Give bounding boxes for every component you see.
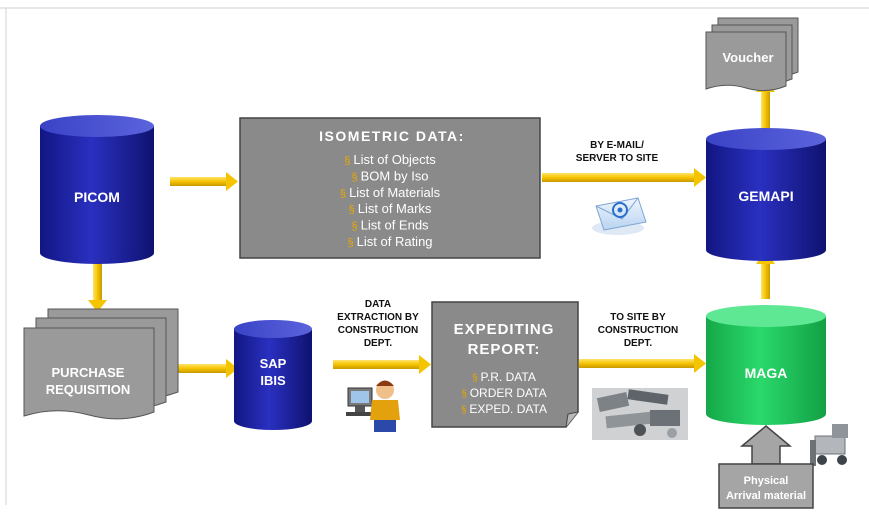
picom-label: PICOM xyxy=(74,189,120,205)
sap-label-line1: SAP xyxy=(260,356,287,371)
extraction-line2: EXTRACTION BY xyxy=(337,312,419,323)
isometric-item-text: List of Marks xyxy=(358,201,432,216)
tosite-line1: TO SITE BY xyxy=(610,312,666,323)
isometric-item: § List of Objects xyxy=(344,152,436,167)
isometric-bullet-icon: § xyxy=(349,204,358,216)
expediting-title-line2: REPORT: xyxy=(468,341,541,358)
physical-arrival-arrow: Physical Arrival material xyxy=(718,425,814,509)
expediting-report-box: EXPEDITING REPORT: § P.R. DATA§ ORDER DA… xyxy=(431,301,579,428)
isometric-bullet-icon: § xyxy=(344,155,353,167)
gemapi-database: GEMAPI xyxy=(706,128,826,261)
isometric-bullet-icon: § xyxy=(340,188,349,200)
extraction-label: DATA EXTRACTION BY CONSTRUCTION DEPT. xyxy=(337,299,419,349)
isometric-bullet-icon: § xyxy=(351,221,360,233)
isometric-item-text: List of Rating xyxy=(357,234,433,249)
arrow-picom-to-purchase xyxy=(88,262,107,312)
arrow-isometric-to-gemapi xyxy=(542,168,706,187)
isometric-bullet-icon: § xyxy=(351,171,360,183)
purchase-label-line2: REQUISITION xyxy=(46,382,131,397)
tosite-line3: DEPT. xyxy=(624,338,653,349)
purchase-requisition-docs: PURCHASE REQUISITION xyxy=(23,308,179,420)
person-computer-icon xyxy=(346,380,400,432)
voucher-label: Voucher xyxy=(722,50,773,65)
gemapi-label: GEMAPI xyxy=(738,188,793,204)
expediting-item: § EXPED. DATA xyxy=(461,402,547,416)
picom-database: PICOM xyxy=(40,115,154,264)
email-label-line1: BY E-MAIL/ xyxy=(590,140,644,151)
email-server-label: BY E-MAIL/ SERVER TO SITE xyxy=(576,140,659,164)
tosite-label: TO SITE BY CONSTRUCTION DEPT. xyxy=(598,312,679,349)
isometric-item-text: List of Ends xyxy=(361,218,429,233)
arrow-sap-to-expediting xyxy=(333,355,431,374)
isometric-item-list: § List of Objects§ BOM by Iso§ List of M… xyxy=(340,152,441,249)
arrow-picom-to-isometric xyxy=(170,172,238,191)
material-parts-icon xyxy=(592,388,688,440)
isometric-bullet-icon: § xyxy=(347,237,356,249)
expediting-bullet-icon: § xyxy=(461,405,469,416)
expediting-item-text: P.R. DATA xyxy=(480,370,535,384)
expediting-bullet-icon: § xyxy=(472,373,480,384)
extraction-line1: DATA xyxy=(365,299,391,310)
isometric-title: ISOMETRIC DATA: xyxy=(319,128,465,144)
isometric-item: § BOM by Iso xyxy=(351,168,428,183)
email-envelope-icon xyxy=(592,197,647,235)
expediting-item: § ORDER DATA xyxy=(461,386,546,400)
expediting-item-text: EXPED. DATA xyxy=(469,402,547,416)
tosite-line2: CONSTRUCTION xyxy=(598,325,679,336)
sap-label-line2: IBIS xyxy=(260,373,286,388)
arrow-purchase-to-sap xyxy=(173,359,238,378)
maga-label: MAGA xyxy=(745,365,788,381)
extraction-line3: CONSTRUCTION xyxy=(338,325,419,336)
purchase-label-line1: PURCHASE xyxy=(52,365,125,380)
expediting-item-text: ORDER DATA xyxy=(470,386,547,400)
isometric-item: § List of Rating xyxy=(347,234,432,249)
expediting-bullet-icon: § xyxy=(461,389,469,400)
expediting-item-list: § P.R. DATA§ ORDER DATA§ EXPED. DATA xyxy=(461,370,547,416)
isometric-item: § List of Ends xyxy=(351,218,429,233)
extraction-line4: DEPT. xyxy=(364,338,393,349)
forklift-icon xyxy=(810,424,848,466)
isometric-item-text: List of Materials xyxy=(349,185,441,200)
isometric-item: § List of Materials xyxy=(340,185,441,200)
isometric-item-text: BOM by Iso xyxy=(361,168,429,183)
arrival-label-line2: Arrival material xyxy=(726,490,806,502)
expediting-item: § P.R. DATA xyxy=(472,370,536,384)
sap-ibis-database: SAP IBIS xyxy=(234,320,312,430)
expediting-title-line1: EXPEDITING xyxy=(454,321,555,338)
arrival-label-line1: Physical xyxy=(744,475,789,487)
voucher-docs: Voucher xyxy=(705,17,799,92)
maga-database: MAGA xyxy=(706,305,826,425)
isometric-item-text: List of Objects xyxy=(353,152,436,167)
isometric-data-box: ISOMETRIC DATA: § List of Objects§ BOM b… xyxy=(239,117,541,259)
email-label-line2: SERVER TO SITE xyxy=(576,153,659,164)
arrow-expediting-to-maga xyxy=(579,354,706,373)
isometric-item: § List of Marks xyxy=(349,201,432,216)
